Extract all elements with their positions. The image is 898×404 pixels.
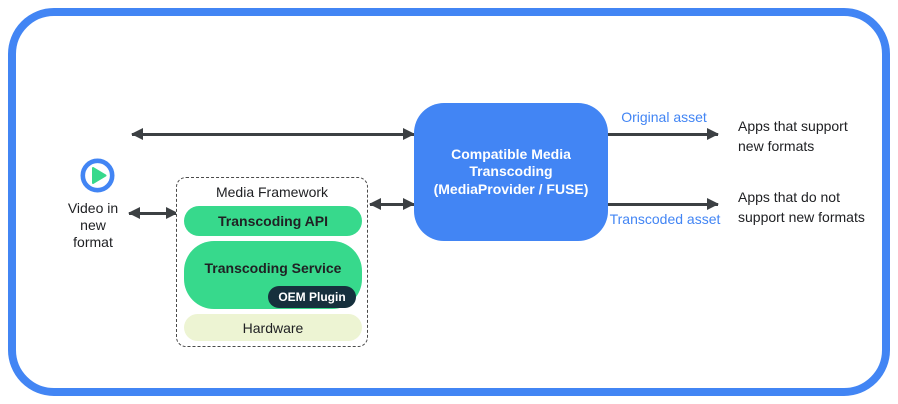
arrow-video-framework	[128, 207, 178, 219]
transcoding-service-pill: Transcoding Service OEM Plugin	[184, 241, 362, 309]
apps-support-text: Apps that support new formats	[738, 118, 848, 154]
apps-no-support-text: Apps that do not support new formats	[738, 189, 865, 225]
compatible-media-transcoding-box: Compatible Media Transcoding (MediaProvi…	[414, 103, 608, 241]
transcoding-api-label: Transcoding API	[218, 213, 328, 229]
source-video-label: Video in new format	[67, 200, 119, 250]
transcoding-api-pill: Transcoding API	[184, 206, 362, 236]
hardware-label: Hardware	[242, 319, 304, 336]
transcoded-asset-label: Transcoded asset	[609, 211, 721, 227]
arrow-framework-transcoder	[369, 198, 415, 210]
transcoding-service-label: Transcoding Service	[204, 260, 342, 276]
oem-plugin-label: OEM Plugin	[278, 290, 346, 304]
original-asset-label: Original asset	[621, 109, 707, 125]
arrow-original-asset	[608, 128, 719, 140]
hardware-pill: Hardware	[184, 314, 362, 341]
media-framework-title: Media Framework	[215, 184, 329, 200]
play-icon	[80, 158, 115, 193]
arrow-source-transcoder	[131, 128, 415, 140]
media-framework-box: Media Framework Transcoding API Transcod…	[176, 177, 368, 347]
arrow-transcoded-asset	[608, 198, 719, 210]
oem-plugin-pill: OEM Plugin	[268, 286, 356, 308]
